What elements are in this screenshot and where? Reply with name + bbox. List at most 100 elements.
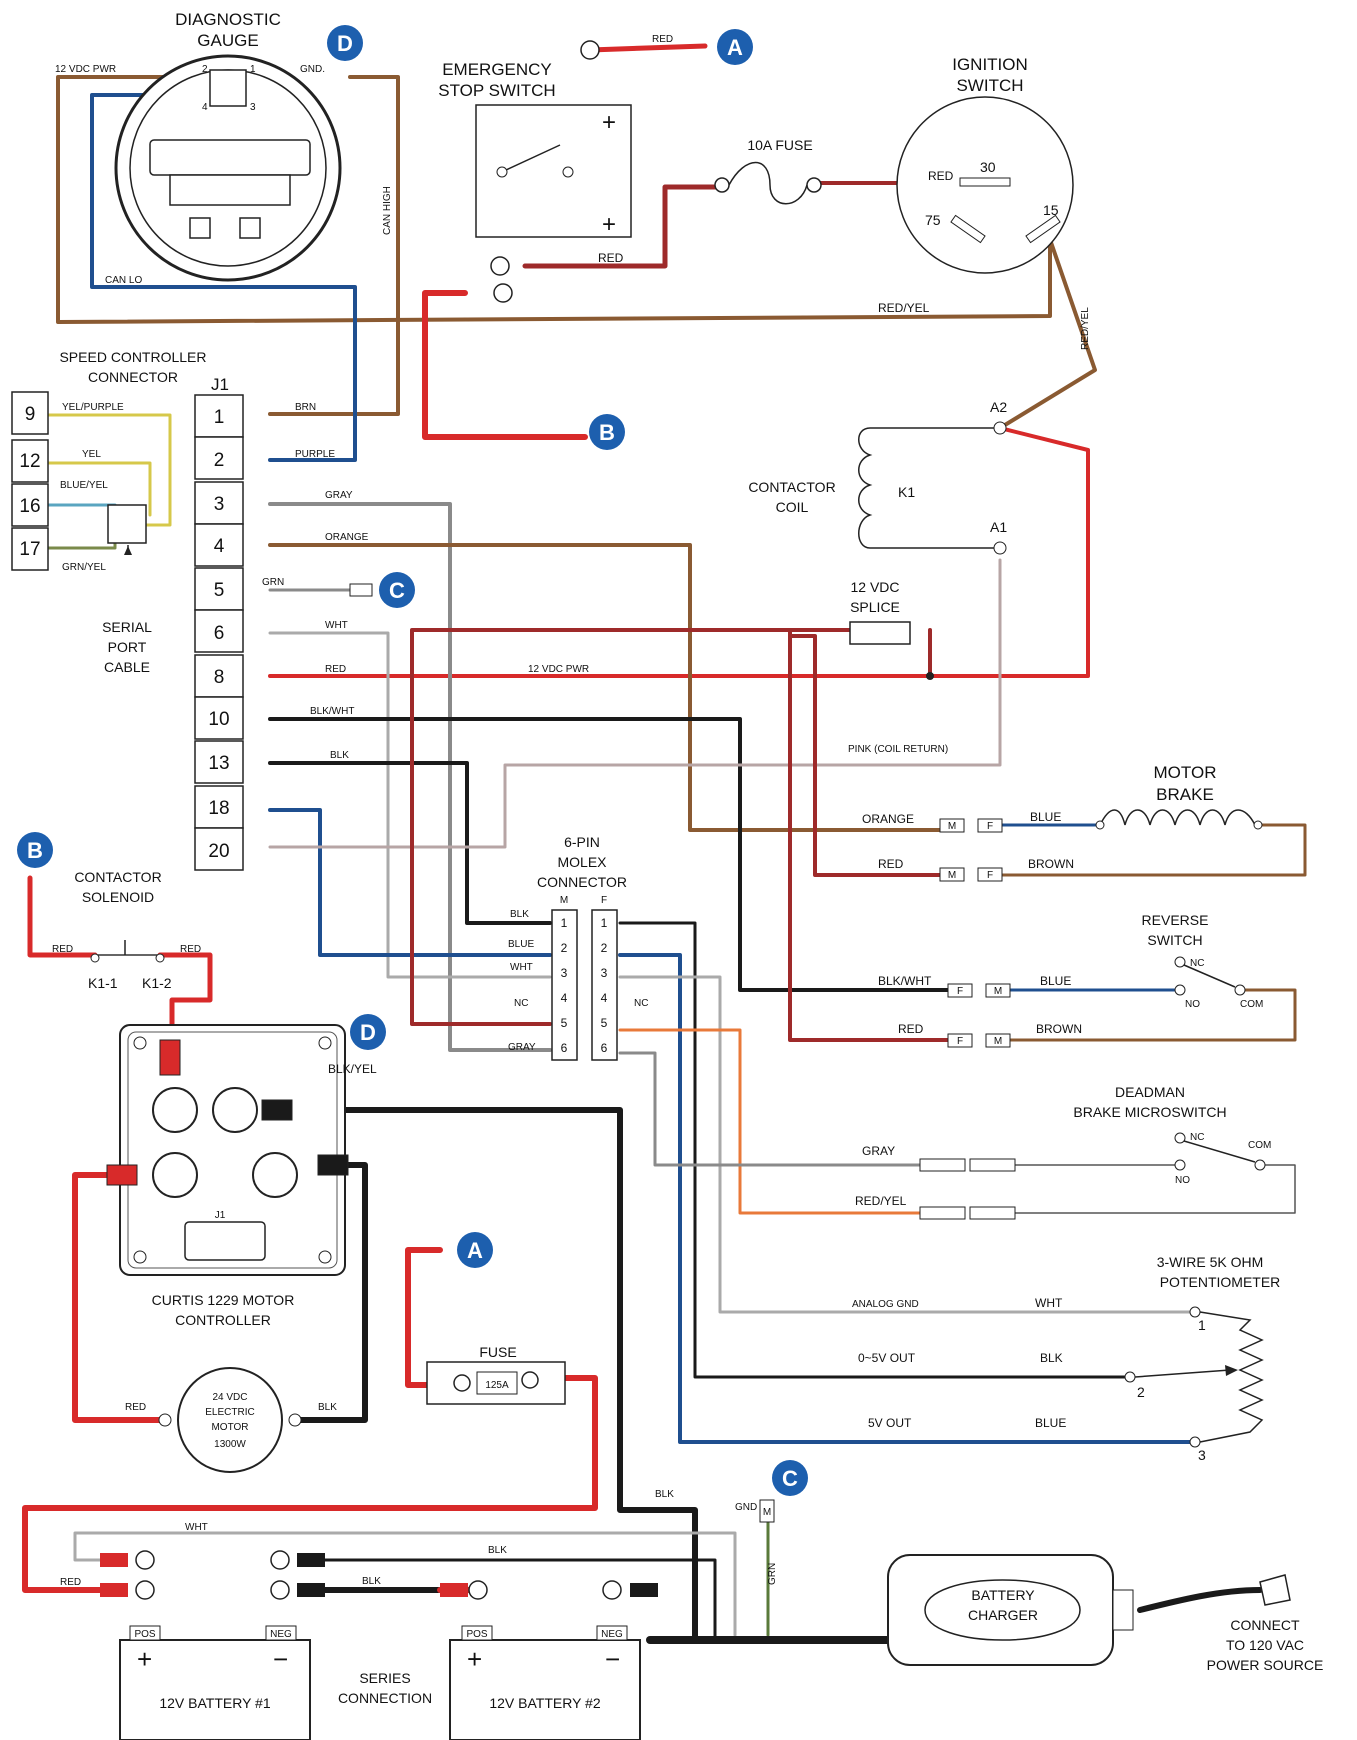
emergency-stop-switch: EMERGENCY STOP SWITCH + + RED RED: [438, 34, 673, 303]
molex-m-pin: 3: [561, 966, 568, 980]
wire-serial-grnyel: [43, 528, 117, 550]
j1-pin: 20: [208, 841, 229, 862]
molex-f-pin: 3: [601, 966, 608, 980]
ign-redyel-vert-label: RED/YEL: [1080, 307, 1091, 350]
wire-b2-red: [27, 875, 98, 958]
bat2-pos: POS: [466, 1629, 487, 1640]
wire-label-brn: BRN: [295, 402, 316, 413]
serial-pin: 12: [19, 451, 40, 472]
molex-blk-label: BLK: [510, 909, 529, 920]
wire-j1-13-blk: [268, 761, 552, 925]
gauge-title-2: GAUGE: [197, 31, 258, 50]
ring-terminal: [493, 283, 513, 303]
molex-nc-right: NC: [634, 998, 648, 1009]
conn-m: M: [948, 870, 956, 881]
bat-wht-label: WHT: [185, 1522, 208, 1533]
wire-j1-6-wht: [268, 631, 552, 979]
wire-label-blueyel: BLUE/YEL: [60, 480, 108, 491]
wire-label-yel: YEL: [82, 449, 101, 460]
estop-red-label: RED: [598, 251, 624, 265]
wire-label-pink: PINK (COIL RETURN): [848, 744, 948, 755]
molex-f-pin: 2: [601, 941, 608, 955]
wire-can-high-brn: [268, 75, 400, 416]
rev-nc: NC: [1190, 958, 1204, 969]
battery-charger: BATTERY CHARGER M GND GRN BLK: [655, 1489, 1291, 1666]
j1-pin: 2: [214, 450, 225, 471]
molex-f-pin: 4: [601, 991, 608, 1005]
controller-title-1: CURTIS 1229 MOTOR: [152, 1292, 295, 1308]
speed-controller-connector: SPEED CONTROLLER CONNECTOR J1 1 2 3 4 5 …: [59, 349, 948, 871]
pot-wht-label: WHT: [1035, 1296, 1063, 1310]
molex-title-3: CONNECTOR: [537, 874, 627, 890]
wire-gauge-pwr-brn: [56, 75, 1052, 324]
charger-line1: BATTERY: [971, 1587, 1035, 1603]
serial-port-cable: 9 12 16 17 YEL/PURPLE YEL BLUE/YEL GRN/Y…: [11, 391, 152, 675]
j1-pin: 13: [208, 753, 229, 774]
motor-brake: MOTOR BRAKE M F M F ORANGE BLUE RED BROW…: [862, 763, 1263, 882]
gauge-title-1: DIAGNOSTIC: [175, 10, 281, 29]
gauge-pwr-label: 12 VDC PWR: [55, 64, 116, 75]
marker-a-label: A: [727, 35, 743, 60]
serial-pin: 9: [25, 404, 36, 425]
ignition-switch: IGNITION SWITCH 30 15 75 RED RED/YEL RED…: [878, 55, 1091, 350]
rev-blue-label: BLUE: [1040, 974, 1071, 988]
wire-label-12vpwr: 12 VDC PWR: [528, 664, 589, 675]
main-fuse-125a: FUSE 125A: [426, 1344, 566, 1405]
molex-m-pin: 5: [561, 1016, 568, 1030]
wire-m1-red: [72, 1172, 168, 1423]
deadman-title-2: BRAKE MICROSWITCH: [1073, 1104, 1226, 1120]
diagnostic-gauge: DIAGNOSTIC GAUGE 2 1 4 3 12 VDC PWR GND.…: [55, 10, 393, 286]
estop-top-red-label: RED: [652, 34, 673, 45]
contactor-coil: CONTACTOR COIL K1 A2 A1: [748, 399, 1007, 555]
wire-label-blkwht: BLK/WHT: [310, 706, 354, 717]
wire-label-orange: ORANGE: [325, 532, 369, 543]
motor-line3: MOTOR: [211, 1422, 248, 1433]
wire-serial-yel: [43, 461, 152, 517]
reverse-switch: REVERSE SWITCH NC NO COM F M F M BLK/WHT…: [878, 912, 1263, 1048]
battery-1: POS NEG + − 12V BATTERY #1 RED WHT BLK B…: [60, 1522, 507, 1740]
brake-blue-label: BLUE: [1030, 810, 1061, 824]
deadman-title-1: DEADMAN: [1115, 1084, 1185, 1100]
pot-pin-1: 1: [1198, 1317, 1206, 1333]
bat1-minus: −: [273, 1644, 288, 1674]
marker-a-top: A: [717, 29, 753, 65]
charger-grn-label: GRN: [767, 1563, 778, 1585]
marker-b-label: B: [27, 838, 43, 863]
estop-plus-top: +: [602, 109, 616, 136]
electric-motor: 24 VDC ELECTRIC MOTOR 1300W RED BLK: [125, 1367, 337, 1473]
wire-j1-20-pink: [268, 558, 1002, 849]
brake-red-label: RED: [878, 857, 904, 871]
sol-red-right: RED: [180, 944, 201, 955]
pot-title-1: 3-WIRE 5K OHM: [1157, 1254, 1264, 1270]
rev-red-label: RED: [898, 1022, 924, 1036]
bat2-minus: −: [605, 1644, 620, 1674]
marker-c-label: C: [389, 578, 405, 603]
wire-f6-gray: [618, 1051, 922, 1167]
marker-b-top: B: [589, 414, 625, 450]
brake-brown-label: BROWN: [1028, 857, 1074, 871]
pot-out5-label: 5V OUT: [868, 1416, 912, 1430]
estop-title-2: STOP SWITCH: [438, 81, 555, 100]
motor-line1: 24 VDC: [212, 1392, 247, 1403]
marker-b-label: B: [599, 420, 615, 445]
marker-a-fuse: A: [457, 1232, 493, 1268]
molex-m-pin: 2: [561, 941, 568, 955]
j1-pin: 3: [214, 494, 225, 515]
j1-pin: 10: [208, 709, 229, 730]
wire-rev-brown: [1008, 988, 1297, 1042]
molex-m-pin: 1: [561, 916, 568, 930]
ac-source-label: CONNECT TO 120 VAC POWER SOURCE: [1207, 1617, 1324, 1673]
molex-f-pin: 5: [601, 1016, 608, 1030]
wire-j1-3-gray: [268, 502, 552, 1052]
sol-title-2: SOLENOID: [82, 889, 154, 905]
wire-estop-top-red: [587, 43, 708, 53]
conn-m: M: [948, 821, 956, 832]
wire-estop-fuse-red: [522, 184, 723, 269]
coil-title-1: CONTACTOR: [748, 479, 835, 495]
marker-d-top: D: [327, 25, 363, 61]
pot-title-2: POTENTIOMETER: [1160, 1274, 1281, 1290]
wire-label-grn: GRN: [262, 577, 284, 588]
rev-no: NO: [1185, 999, 1200, 1010]
pot-pin-2: 2: [1137, 1384, 1145, 1400]
brake-orange-label: ORANGE: [862, 812, 914, 826]
